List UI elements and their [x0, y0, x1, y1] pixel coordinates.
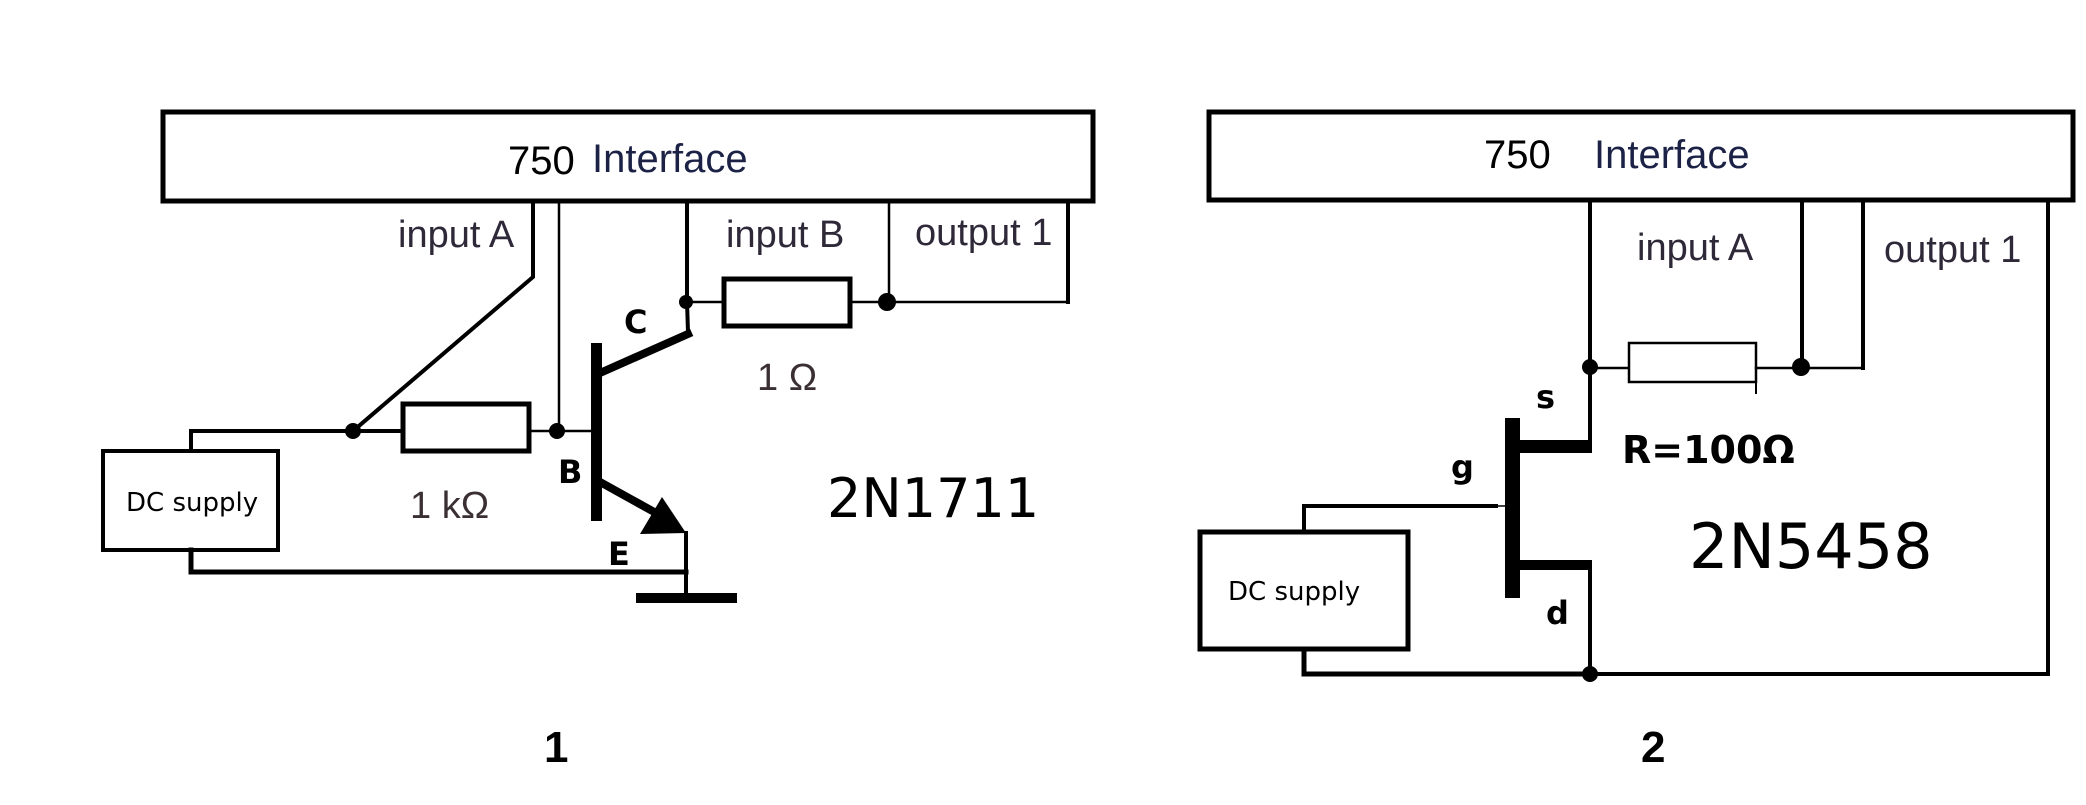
- input-a-label-2: input A: [1637, 227, 1754, 269]
- collector-leg: [594, 328, 694, 379]
- figure-number-2: 2: [1641, 723, 1665, 772]
- interface-box-1: [160, 109, 1096, 204]
- terminal-b-label: B: [558, 453, 582, 491]
- node-resistor-right-2: [1792, 358, 1810, 376]
- input-b-label-1: input B: [726, 214, 844, 256]
- dc-supply-label-2: DC supply: [1228, 577, 1360, 607]
- node-base: [549, 423, 565, 439]
- collector-wire-1: [685, 199, 691, 335]
- dc-supply-label-1: DC supply: [126, 488, 258, 518]
- node-source-2: [1582, 359, 1598, 375]
- output-1-label-2: output 1: [1884, 229, 2021, 271]
- supply-bottom-wire-1: [188, 547, 689, 575]
- diagram-1-bjt-circuit: 750 Interface input A input B 1 Ω output…: [101, 109, 1096, 772]
- base-resistor-1k: [400, 401, 532, 454]
- terminal-c-label: C: [624, 303, 647, 341]
- terminal-e-label: E: [608, 535, 630, 573]
- dc-supply-box-1: [101, 449, 280, 552]
- output-1-label-1: output 1: [915, 212, 1052, 254]
- collector-resistor-1ohm: [721, 276, 853, 329]
- interface-label-num-2: 750: [1484, 133, 1551, 177]
- base-resistor-label: 1 kΩ: [410, 485, 489, 527]
- supply-top-wire-1: [189, 429, 405, 453]
- node-output: [878, 293, 896, 311]
- terminal-d-label: d: [1546, 594, 1569, 632]
- collector-resistor-label: 1 Ω: [757, 357, 817, 399]
- ground-symbol-icon: [636, 593, 737, 603]
- base-bar: [591, 343, 602, 521]
- node-supply: [345, 423, 361, 439]
- gate-channel-bar: [1505, 418, 1520, 598]
- input-a-wire-1: [350, 199, 535, 434]
- gate-wire-2: [1302, 504, 1498, 534]
- part-number-2: 2N5458: [1689, 510, 1933, 583]
- drain-stub: [1518, 560, 1592, 570]
- node-collector: [679, 295, 693, 309]
- supply-bottom-wire-2: [1301, 646, 1593, 677]
- part-number-1: 2N1711: [827, 467, 1039, 530]
- interface-label-text-2: Interface: [1594, 133, 1750, 177]
- source-stub: [1518, 440, 1592, 453]
- resistor-label-2: R=100Ω: [1622, 428, 1795, 472]
- diagram-2-jfet-circuit: 750 Interface input A R=100Ω output 1 s …: [1197, 109, 2076, 772]
- emitter-arrow-icon: [640, 497, 686, 534]
- terminal-s-label: s: [1536, 378, 1555, 416]
- interface-label-num-1: 750: [508, 139, 575, 183]
- interface-label-text-1: Interface: [592, 137, 748, 181]
- return-wire-2: [1588, 198, 2050, 676]
- terminal-g-label: g: [1451, 448, 1474, 486]
- resistor-100ohm: [1627, 341, 1758, 384]
- interface-box-2: [1206, 109, 2076, 203]
- figure-number-1: 1: [544, 723, 568, 772]
- input-a-label-1: input A: [398, 214, 515, 256]
